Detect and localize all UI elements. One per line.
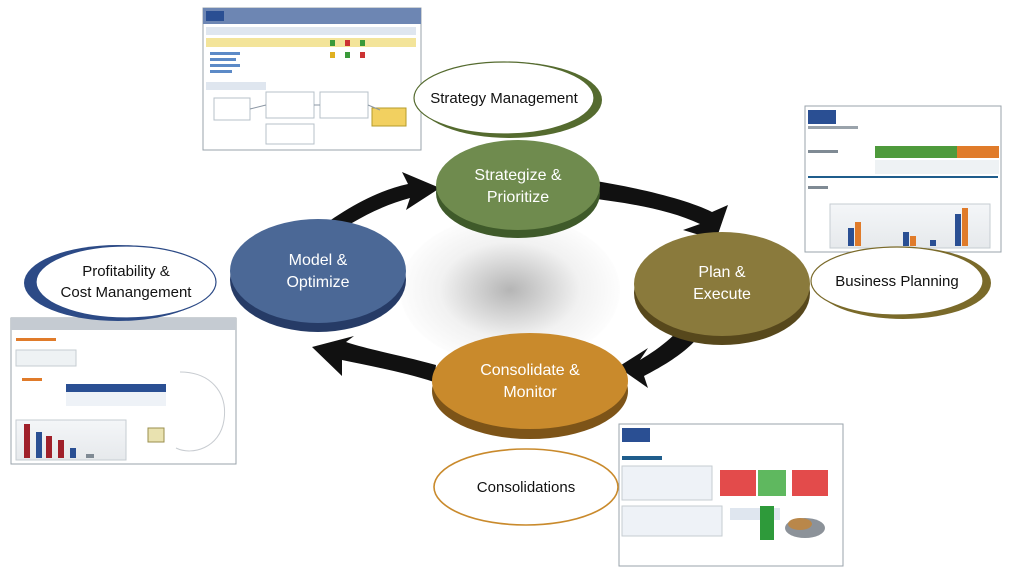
step-strategize-disc: [436, 140, 600, 238]
callout-consolidations: [433, 448, 619, 526]
step-model-label: Model & Optimize: [286, 252, 350, 291]
strategy-management-label: Strategy Management: [430, 90, 578, 107]
callout-profitability: [24, 245, 217, 321]
step-model-disc: [230, 219, 406, 332]
business-planning-screenshot: [804, 105, 1002, 253]
profitability-label: Profitability & Cost Manangement: [60, 263, 192, 301]
callout-business-planning: [810, 246, 991, 319]
step-strategize-label: Strategize & Prioritize: [474, 167, 562, 206]
consolidations-screenshot: [618, 423, 844, 567]
step-consolidate-label: Consolidate & Monitor: [480, 362, 580, 401]
consolidations-label: Consolidations: [476, 479, 576, 496]
arrow-consolidate-to-model: [312, 336, 436, 382]
step-plan-label: Plan & Execute: [693, 264, 751, 303]
arrow-strategize-to-plan: [588, 180, 728, 240]
step-consolidate-disc: [432, 333, 628, 439]
callout-strategy-management: [413, 61, 602, 138]
step-plan-disc: [634, 232, 810, 345]
business-planning-label: Business Planning: [835, 273, 959, 290]
profitability-screenshot: [10, 317, 237, 465]
strategy-management-screenshot: [202, 7, 422, 151]
